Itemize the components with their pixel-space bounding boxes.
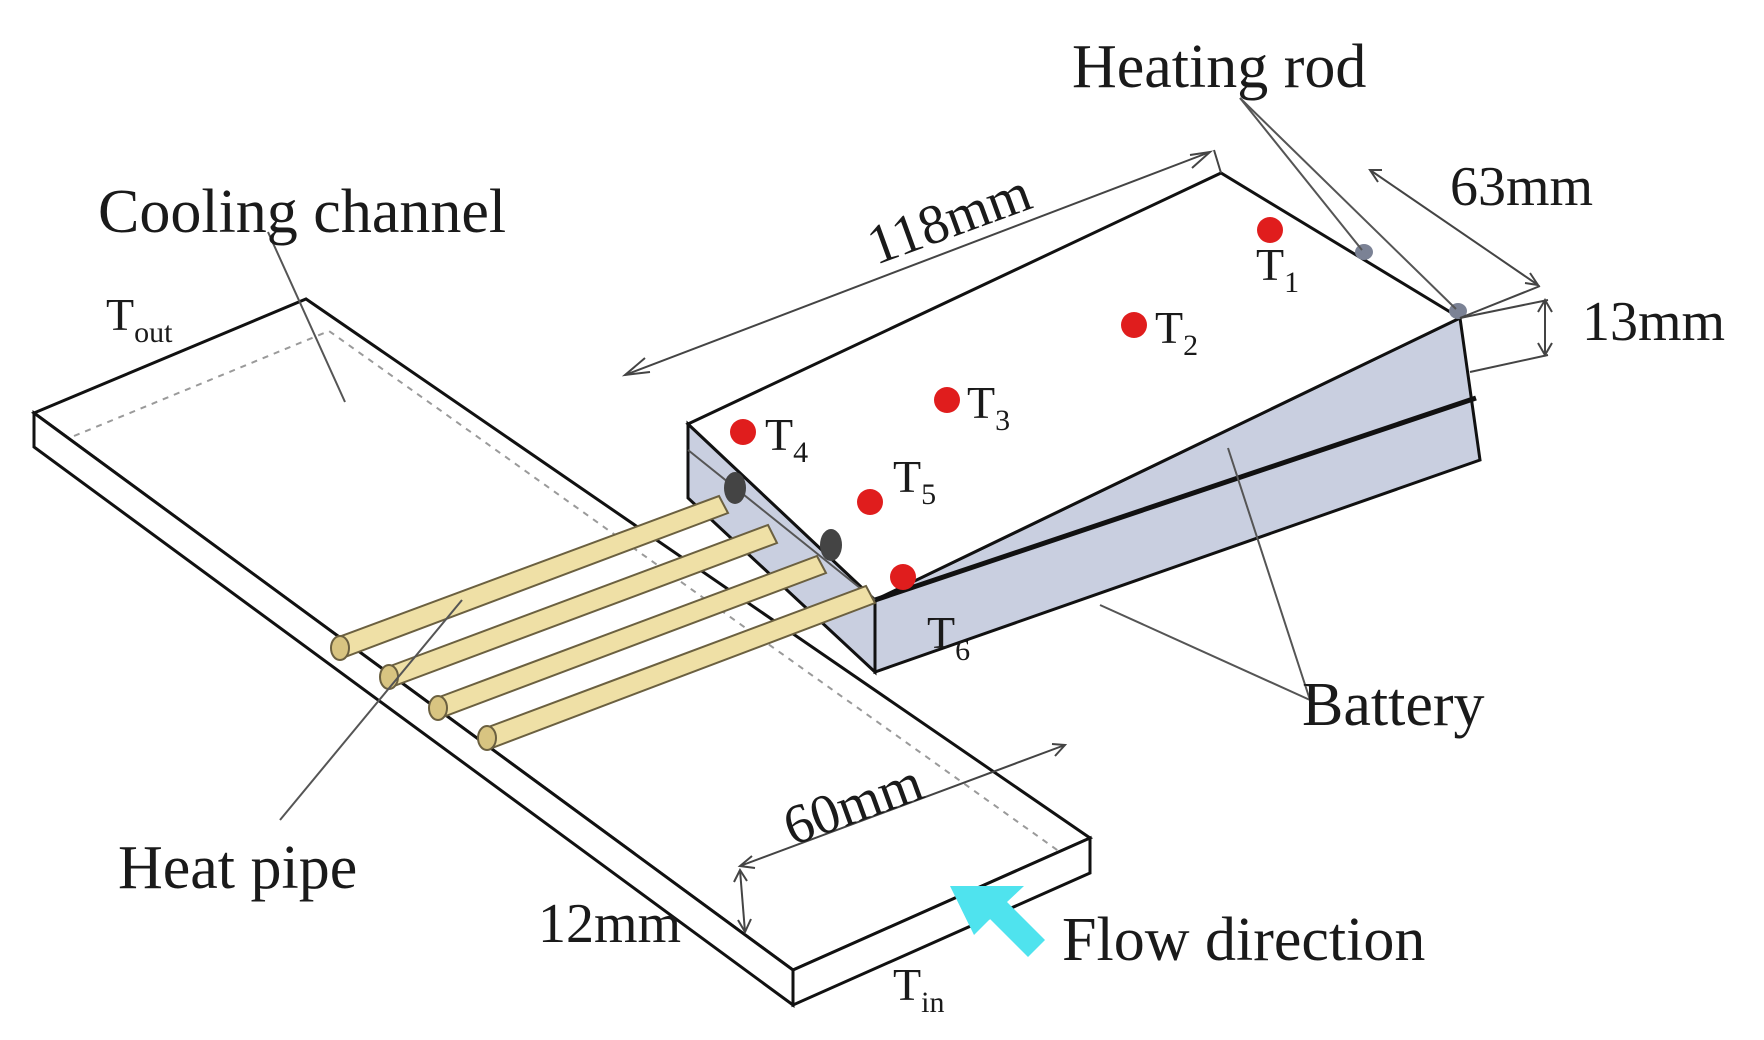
dim-arrowhead	[1524, 272, 1541, 287]
heating-rod-end	[1355, 244, 1373, 260]
dim-arrowhead	[1368, 169, 1382, 183]
t3-label: T3	[967, 377, 1010, 437]
t1-symbol: T	[1256, 239, 1284, 290]
heat-pipe-end	[428, 695, 448, 721]
sensor-dot-t5	[857, 489, 883, 515]
dim-line-12	[739, 869, 746, 933]
leader-heat-pipe	[279, 599, 463, 821]
t3-symbol: T	[967, 377, 995, 428]
dim-ext-line	[1469, 354, 1549, 373]
t4-label: T4	[765, 409, 808, 469]
heat-pipe-end	[477, 725, 497, 751]
battery	[685, 171, 1482, 676]
t-out-sub: out	[134, 316, 173, 349]
dimension-63mm: 63mm	[1450, 156, 1593, 218]
t1-sub: 1	[1284, 266, 1299, 299]
leader-battery	[1099, 604, 1311, 701]
sensor-dots	[730, 217, 1283, 590]
sensor-dot-t2	[1121, 312, 1147, 338]
heating-rod-hole	[724, 472, 746, 504]
cooling-channel-label: Cooling channel	[98, 178, 506, 246]
dim-line-60	[739, 744, 1066, 867]
t-out-label: Tout	[106, 289, 173, 349]
t5-label: T5	[893, 451, 936, 511]
flow-direction-label: Flow direction	[1062, 906, 1425, 974]
dim-ext-line	[1459, 299, 1549, 319]
sensor-dot-t6	[890, 564, 916, 590]
dimension-lines	[621, 149, 1553, 935]
t5-sub: 5	[921, 478, 936, 511]
heat-pipes	[330, 494, 877, 751]
t6-label: T6	[927, 607, 970, 667]
dim-ext-line	[1213, 149, 1222, 174]
t6-sub: 6	[955, 634, 970, 667]
t2-symbol: T	[1155, 302, 1183, 353]
heating-rod-label: Heating rod	[1072, 33, 1366, 101]
leader-heating-rod	[1239, 97, 1457, 310]
dim-line-118	[624, 151, 1211, 376]
leader-cooling-channel	[267, 231, 346, 403]
dim-arrowhead	[737, 918, 752, 935]
t4-symbol: T	[765, 409, 793, 460]
t2-label: T2	[1155, 302, 1198, 362]
dim-line-63	[1369, 169, 1539, 286]
dim-arrowhead	[621, 357, 651, 377]
heat-pipe-label: Heat pipe	[118, 834, 357, 902]
t2-sub: 2	[1183, 329, 1198, 362]
dimension-12mm: 12mm	[538, 893, 681, 955]
t6-symbol: T	[927, 607, 955, 658]
t-in-symbol: T	[893, 959, 921, 1010]
heat-pipe-end	[330, 635, 350, 661]
flow-direction-arrow	[950, 886, 1045, 957]
leader-heating-rod	[1239, 97, 1363, 251]
sensor-dot-t1	[1257, 217, 1283, 243]
cooling-channel-side-face	[791, 835, 1092, 1008]
t5-symbol: T	[893, 451, 921, 502]
leader-battery	[1227, 447, 1311, 701]
battery-seam	[874, 395, 1477, 603]
heating-rod-hole	[820, 529, 842, 561]
t1-label: T1	[1256, 239, 1299, 299]
t-in-label: Tin	[893, 959, 944, 1019]
sensor-dot-t3	[934, 387, 960, 413]
dim-arrowhead	[733, 867, 748, 883]
t3-sub: 3	[995, 404, 1010, 437]
heat-pipe-end	[379, 664, 399, 690]
dim-arrowhead	[1189, 150, 1214, 169]
dimension-13mm: 13mm	[1582, 291, 1725, 353]
t-out-symbol: T	[106, 289, 134, 340]
leader-lines	[267, 97, 1457, 821]
battery-seam-front	[687, 449, 876, 601]
sensor-dot-t4	[730, 419, 756, 445]
dim-ext-line	[1459, 285, 1541, 319]
dim-arrowhead	[737, 855, 756, 869]
t4-sub: 4	[793, 436, 808, 469]
dim-arrowhead	[1051, 743, 1068, 757]
battery-label: Battery	[1302, 671, 1485, 739]
dimension-118mm: 118mm	[859, 161, 1039, 277]
t-in-sub: in	[921, 986, 944, 1019]
cooling-channel	[30, 297, 1094, 1008]
